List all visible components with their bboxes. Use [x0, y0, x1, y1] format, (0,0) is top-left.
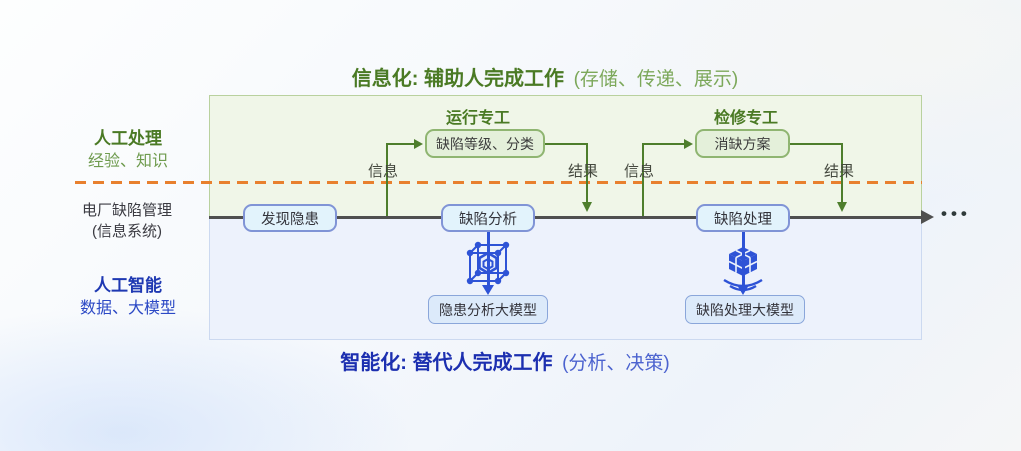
task-box-defect-elimination-plan: 消缺方案: [695, 129, 790, 158]
lane-a-output-label: 结果: [567, 163, 598, 180]
lane-b-input-arrowhead-icon: [684, 139, 693, 149]
model-box-defect-handling-label: 缺陷处理大模型: [696, 301, 794, 318]
top-banner-title: 信息化: 辅助人完成工作: [351, 68, 564, 90]
lane-a-output-line: [586, 143, 588, 203]
label-information-system: (信息系统): [92, 223, 162, 240]
step-box-defect-analysis: 缺陷分析: [441, 204, 535, 232]
label-data-large-model: 数据、大模型: [79, 300, 177, 317]
human-system-divider: [75, 181, 922, 184]
bottom-banner-title: 智能化: 替代人完成工作: [340, 352, 553, 374]
label-plant-defect-mgmt: 电厂缺陷管理: [81, 202, 173, 219]
label-experience-knowledge: 经验、知识: [87, 153, 169, 170]
model-box-hazard-analysis-label: 隐患分析大模型: [439, 301, 537, 318]
arrow-handling-to-model-line: [742, 232, 745, 286]
arrow-analysis-to-model-arrowhead-icon: [482, 285, 494, 295]
task-box-defect-elimination-plan-label: 消缺方案: [714, 135, 771, 152]
arrow-handling-to-model-arrowhead-icon: [737, 285, 749, 295]
lane-b-output-label: 结果: [823, 163, 854, 180]
model-box-hazard-analysis: 隐患分析大模型: [428, 295, 548, 324]
lane-b-input-line: [642, 143, 644, 216]
process-timeline-arrowhead-icon: [921, 210, 934, 224]
lane-maintenance-specialist-title: 检修专工: [713, 110, 779, 127]
human-layer-panel: [209, 95, 922, 217]
model-box-defect-handling: 缺陷处理大模型: [685, 295, 805, 324]
bottom-banner: 智能化: 替代人完成工作 (分析、决策): [340, 346, 669, 375]
step-box-defect-handling: 缺陷处理: [696, 204, 790, 232]
label-manual-processing: 人工处理: [94, 129, 162, 148]
top-banner: 信息化: 辅助人完成工作 (存储、传递、展示): [352, 62, 738, 91]
lane-b-input-elbow: [642, 143, 686, 145]
lane-a-input-line: [386, 143, 388, 216]
ai-layer-panel: [209, 217, 922, 340]
lane-a-input-arrowhead-icon: [414, 139, 423, 149]
lane-a-output-arrowhead-icon: [582, 202, 592, 212]
lane-operation-specialist-title: 运行专工: [445, 110, 511, 127]
lane-a-input-label: 信息: [367, 163, 398, 180]
lane-b-input-label: 信息: [623, 163, 654, 180]
lane-b-output-line: [841, 143, 843, 203]
continuation-ellipsis: •••: [941, 204, 971, 223]
label-artificial-intelligence: 人工智能: [94, 276, 162, 295]
step-box-defect-handling-label: 缺陷处理: [714, 211, 772, 228]
lane-a-output-elbow: [545, 143, 588, 145]
step-box-discover-hazard-label: 发现隐患: [261, 211, 319, 228]
lane-b-output-elbow: [790, 143, 843, 145]
step-box-discover-hazard: 发现隐患: [243, 204, 337, 232]
lane-a-input-elbow: [386, 143, 416, 145]
task-box-defect-grading: 缺陷等级、分类: [425, 129, 545, 158]
lane-b-output-arrowhead-icon: [837, 202, 847, 212]
process-timeline: [209, 216, 923, 219]
bottom-banner-subtitle: (分析、决策): [562, 353, 670, 374]
step-box-defect-analysis-label: 缺陷分析: [459, 211, 517, 228]
arrow-analysis-to-model-line: [487, 232, 490, 286]
task-box-defect-grading-label: 缺陷等级、分类: [436, 135, 534, 152]
top-banner-subtitle: (存储、传递、展示): [573, 69, 739, 90]
